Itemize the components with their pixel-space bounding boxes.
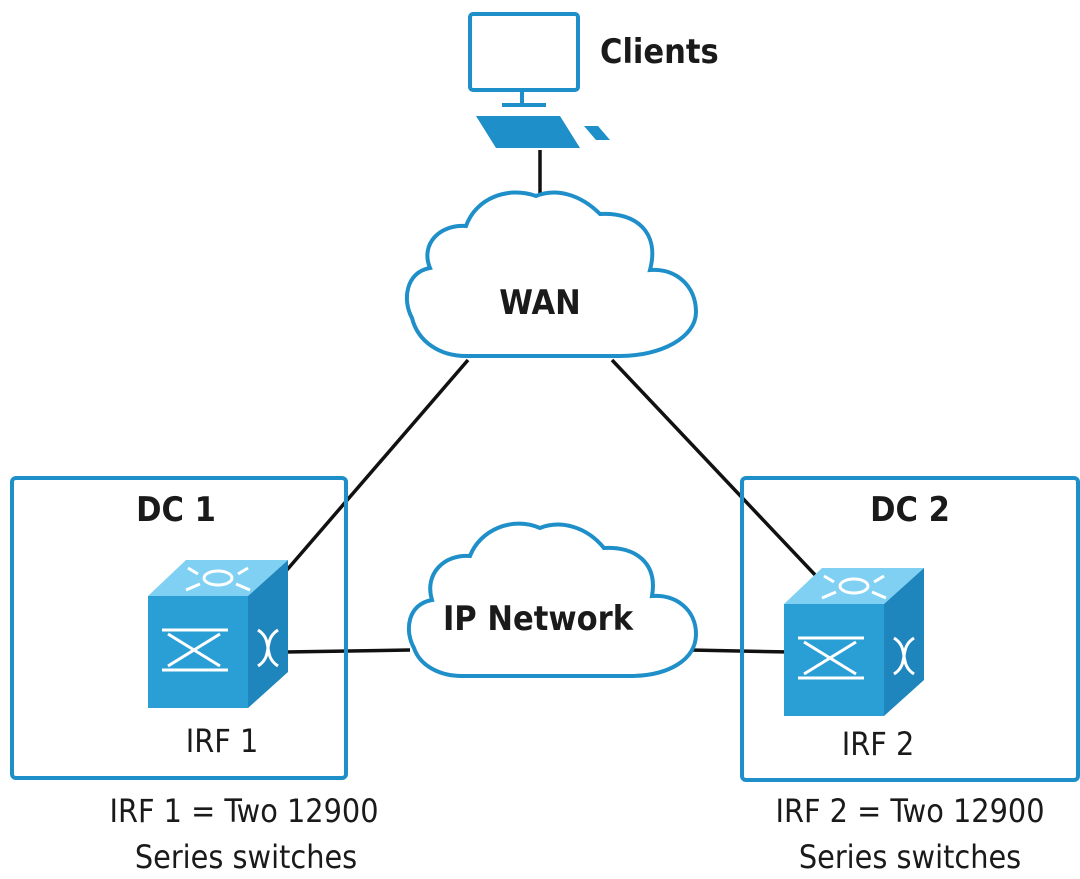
link-wan-dc1 — [278, 358, 470, 580]
ip-network-cloud — [406, 521, 699, 678]
switch-icon — [148, 560, 288, 708]
dc2-note-line1: IRF 2 = Two 12900 — [775, 792, 1044, 830]
cloud-icon — [406, 521, 699, 678]
switch-top — [784, 568, 924, 604]
cloud-icon — [404, 190, 699, 358]
mouse — [584, 126, 610, 140]
link-wan-dc2 — [610, 358, 820, 580]
switch-icon — [784, 568, 924, 716]
dc2-title: DC 2 — [870, 490, 950, 530]
switch-top — [148, 560, 288, 596]
dc2-switch-label: IRF 2 — [842, 725, 915, 763]
dc1-note-line2: Series switches — [135, 838, 357, 876]
dc1-note-line1: IRF 1 = Two 12900 — [109, 792, 378, 830]
wan-cloud — [404, 190, 699, 358]
switch-side — [248, 560, 288, 708]
dc1-box — [10, 476, 348, 780]
monitor-screen — [468, 12, 580, 92]
dc2-note-line2: Series switches — [799, 838, 1021, 876]
wan-label: WAN — [499, 283, 581, 323]
computer-icon — [468, 12, 610, 148]
clients-label: Clients — [600, 32, 719, 72]
dc1-switch-label: IRF 1 — [186, 722, 259, 760]
ip-network-label: IP Network — [443, 599, 634, 639]
switch-side — [884, 568, 924, 716]
dc1-title: DC 1 — [136, 490, 216, 530]
keyboard — [476, 116, 580, 148]
dc2-box — [740, 476, 1080, 782]
